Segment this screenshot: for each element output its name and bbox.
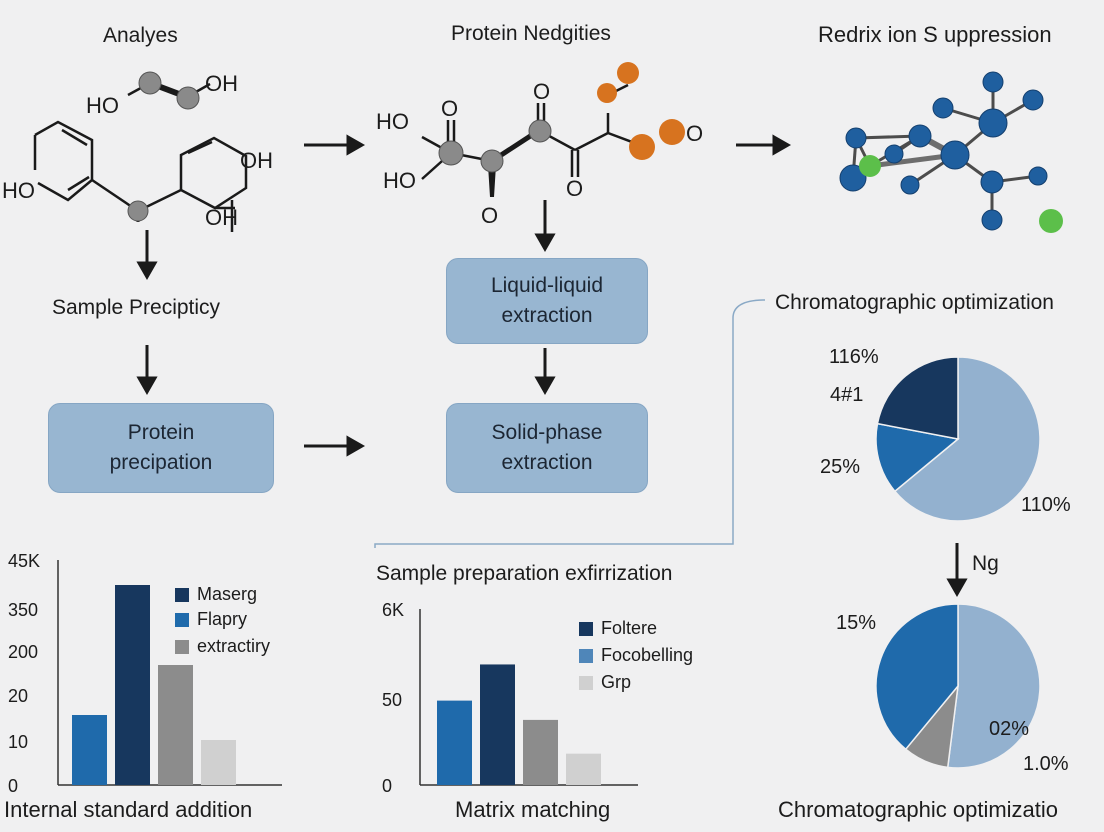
legend-swatch bbox=[579, 621, 593, 636]
pie1-label-4f1: 4#1 bbox=[830, 384, 864, 406]
label-redrix-ion-suppression: Redrix ion S uppression bbox=[818, 22, 1052, 47]
legend-label: Maserg bbox=[197, 584, 258, 604]
legend-swatch bbox=[579, 675, 593, 690]
label-sample-preparation: Sample preparation exfirrization bbox=[376, 562, 673, 585]
bar2-bar-foltere bbox=[480, 664, 515, 785]
protein-o-left: O bbox=[441, 96, 459, 121]
bar-chart-internal-standard: 45K 350 200 20 10 0 bbox=[8, 551, 282, 796]
legend-item-maserg: Maserg bbox=[175, 584, 257, 605]
analyte-oh-ring-bottom: OH bbox=[205, 205, 238, 230]
legend-label: extractiry bbox=[197, 636, 271, 656]
label-sample-precipticy: Sample Precipticy bbox=[52, 296, 221, 319]
legend-label: Grp bbox=[601, 672, 632, 692]
protein-molecule bbox=[421, 62, 685, 197]
bar-chart-matrix-matching: 6K 50 0 bbox=[382, 600, 638, 796]
analyte-ho-ring: HO bbox=[2, 178, 35, 203]
box-liquid-liquid-extraction: Liquid-liquid extraction bbox=[446, 258, 648, 344]
bar2-y-tick: 50 bbox=[382, 690, 402, 710]
legend-item-focobelling: Focobelling bbox=[579, 645, 693, 666]
label-ng: Ng bbox=[972, 552, 999, 575]
protein-o-lower: O bbox=[566, 176, 584, 201]
ion-network bbox=[839, 71, 1063, 233]
pie2-slice-medium-blue bbox=[875, 603, 959, 751]
bar1-y-tick: 0 bbox=[8, 776, 18, 796]
box-protein-precipitation: Protein precipation bbox=[48, 403, 274, 493]
pie1-slice-light-blue bbox=[893, 356, 1041, 522]
bar2-y-tick: 0 bbox=[382, 776, 392, 796]
bar2-bar-grp bbox=[523, 719, 558, 785]
pie2-label-1-0: 1.0% bbox=[1023, 753, 1069, 775]
bar2-xlabel: Matrix matching bbox=[455, 797, 611, 822]
bar1-y-tick: 200 bbox=[8, 642, 38, 662]
analyte-oh-top: OH bbox=[205, 71, 238, 96]
bar2-bar-light bbox=[566, 753, 601, 785]
protein-o-mid: O bbox=[533, 79, 551, 104]
label-analytes: Analyes bbox=[103, 24, 178, 47]
legend-swatch bbox=[579, 648, 593, 663]
pie2-label-02: 02% bbox=[989, 718, 1030, 740]
legend-label: Focobelling bbox=[601, 645, 694, 665]
legend-swatch bbox=[175, 587, 189, 602]
protein-ho-bottom: HO bbox=[383, 168, 416, 193]
label-protein-negativities: Protein Nedgities bbox=[451, 22, 611, 45]
legend-label: Foltere bbox=[601, 618, 658, 638]
protein-ho-top: HO bbox=[376, 109, 409, 134]
bar1-bar-flapry bbox=[72, 715, 107, 785]
bar1-y-tick: 350 bbox=[8, 600, 38, 620]
bar1-bar-extractiry bbox=[158, 665, 193, 785]
box-solid-phase-extraction: Solid-phase extraction bbox=[446, 403, 648, 493]
pie1-label-25: 25% bbox=[820, 456, 861, 478]
analyte-ho-top: HO bbox=[86, 93, 119, 118]
label-chromatographic-bottom: Chromatographic optimizatio bbox=[778, 797, 1059, 822]
legend-item-flapry: Flapry bbox=[175, 609, 247, 630]
pie1-slice-medium-blue bbox=[875, 422, 960, 493]
legend-item-extractiry: extractiry bbox=[175, 636, 270, 657]
legend-item-grp: Grp bbox=[579, 672, 631, 693]
bar2-y-tick: 6K bbox=[382, 600, 404, 620]
legend-swatch bbox=[175, 639, 189, 654]
legend-item-foltere: Foltere bbox=[579, 618, 657, 639]
bar1-bar-light bbox=[201, 740, 236, 785]
protein-o-bottom: O bbox=[481, 203, 499, 228]
bar2-bar-focobelling bbox=[437, 700, 472, 785]
analyte-molecule bbox=[33, 71, 248, 232]
pie-chart-chromatographic-bottom bbox=[875, 603, 1041, 769]
label-chromatographic-top: Chromatographic optimization bbox=[775, 291, 1054, 314]
bar1-y-tick: 20 bbox=[8, 686, 28, 706]
legend-swatch bbox=[175, 612, 189, 627]
pie1-label-110: 110% bbox=[1021, 494, 1071, 516]
protein-o-right: O bbox=[686, 121, 704, 146]
pie1-slice-navy bbox=[876, 356, 959, 440]
bar1-y-tick: 45K bbox=[8, 551, 40, 571]
pie2-label-15: 15% bbox=[836, 612, 877, 634]
pie1-label-116: 116% bbox=[829, 346, 879, 368]
legend-label: Flapry bbox=[197, 609, 248, 629]
pie-chart-chromatographic-top bbox=[875, 356, 1041, 522]
analyte-oh-ring-top: OH bbox=[240, 148, 273, 173]
bar1-xlabel: Internal standard addition bbox=[4, 797, 253, 822]
bar1-bar-maserg bbox=[115, 585, 150, 785]
pie2-slice-light-blue bbox=[946, 603, 1041, 769]
bar1-y-tick: 10 bbox=[8, 732, 28, 752]
